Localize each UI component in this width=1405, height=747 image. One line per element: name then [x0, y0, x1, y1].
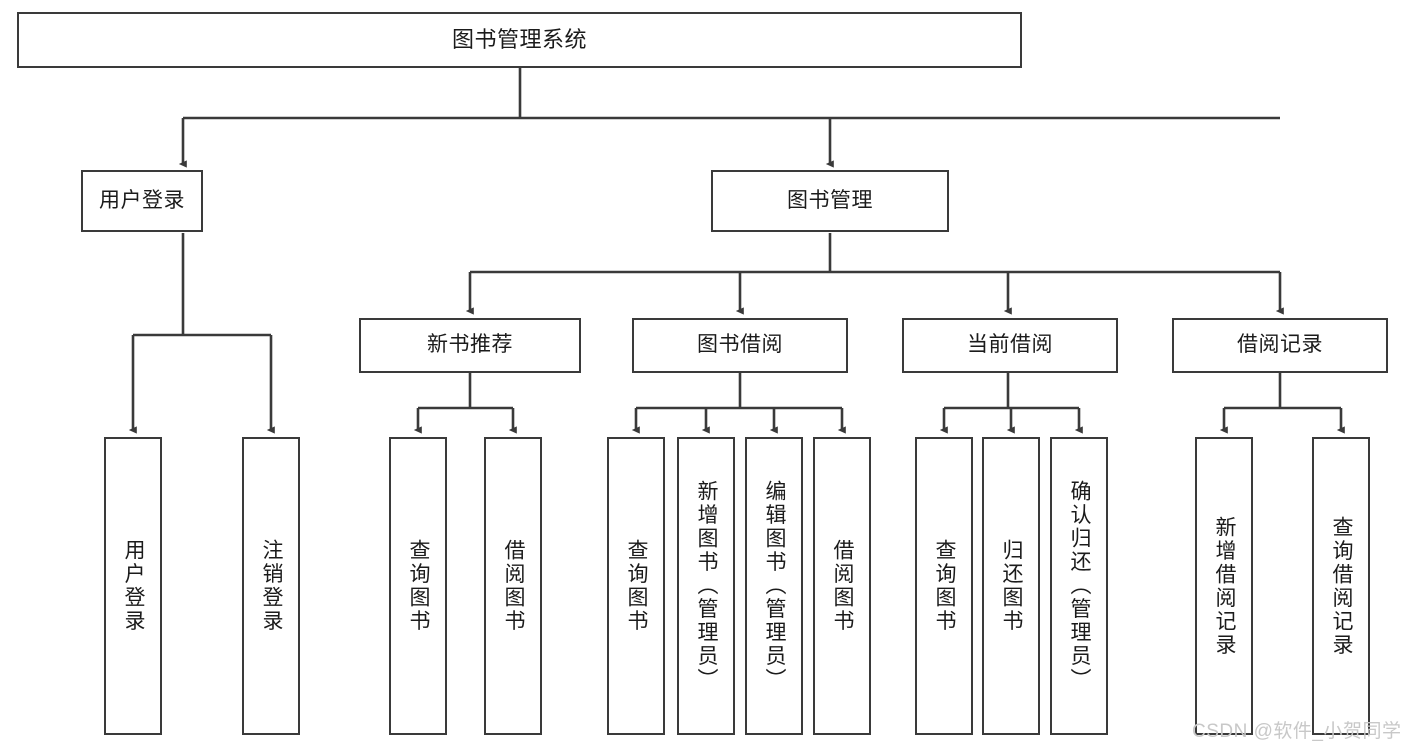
- node-label: 查询图书: [933, 539, 957, 633]
- node-label: 图书管理: [787, 188, 873, 212]
- node-user-login[interactable]: 用户登录: [81, 170, 203, 232]
- node-new-book-recommend[interactable]: 新书推荐: [359, 318, 581, 373]
- node-label: 注销登录: [260, 539, 284, 633]
- leaf-new-book-query[interactable]: 查询图书: [389, 437, 447, 735]
- leaf-new-book-borrow[interactable]: 借阅图书: [484, 437, 542, 735]
- node-label: 新增借阅记录: [1213, 515, 1237, 657]
- leaf-borrow-record-query[interactable]: 查询借阅记录: [1312, 437, 1370, 735]
- node-label: 查询借阅记录: [1330, 515, 1354, 657]
- csdn-watermark: CSDN @软件_小贺同学: [1192, 721, 1402, 742]
- node-current-borrow[interactable]: 当前借阅: [902, 318, 1118, 373]
- node-label: 查询图书: [625, 539, 649, 633]
- leaf-current-borrow-query[interactable]: 查询图书: [915, 437, 973, 735]
- node-book-borrow[interactable]: 图书借阅: [632, 318, 848, 373]
- leaf-borrow-record-add[interactable]: 新增借阅记录: [1195, 437, 1253, 735]
- node-label: 图书管理系统: [451, 27, 587, 53]
- leaf-book-borrow-edit[interactable]: 编辑图书（管理员）: [745, 437, 803, 735]
- node-label: 归还图书: [1000, 539, 1024, 633]
- leaf-book-borrow-query[interactable]: 查询图书: [607, 437, 665, 735]
- node-label: 新增图书（管理员）: [695, 480, 719, 692]
- node-label: 查询图书: [407, 539, 431, 633]
- node-label: 新书推荐: [427, 333, 513, 357]
- node-label: 编辑图书（管理员）: [763, 480, 787, 692]
- node-label: 借阅图书: [831, 539, 855, 633]
- node-borrow-record[interactable]: 借阅记录: [1172, 318, 1388, 373]
- leaf-current-borrow-return[interactable]: 归还图书: [982, 437, 1040, 735]
- leaf-book-borrow-add[interactable]: 新增图书（管理员）: [677, 437, 735, 735]
- node-label: 用户登录: [99, 188, 185, 212]
- node-label: 借阅图书: [502, 539, 526, 633]
- node-label: 借阅记录: [1237, 333, 1323, 357]
- node-book-management[interactable]: 图书管理: [711, 170, 949, 232]
- leaf-user-login-logout[interactable]: 注销登录: [242, 437, 300, 735]
- node-root-system[interactable]: 图书管理系统: [17, 12, 1022, 68]
- node-label: 用户登录: [122, 539, 146, 633]
- leaf-current-borrow-confirm-return[interactable]: 确认归还（管理员）: [1050, 437, 1108, 735]
- leaf-book-borrow-borrow[interactable]: 借阅图书: [813, 437, 871, 735]
- node-label: 图书借阅: [697, 333, 783, 357]
- node-label: 当前借阅: [967, 333, 1053, 357]
- leaf-user-login-login[interactable]: 用户登录: [104, 437, 162, 735]
- node-label: 确认归还（管理员）: [1068, 480, 1092, 692]
